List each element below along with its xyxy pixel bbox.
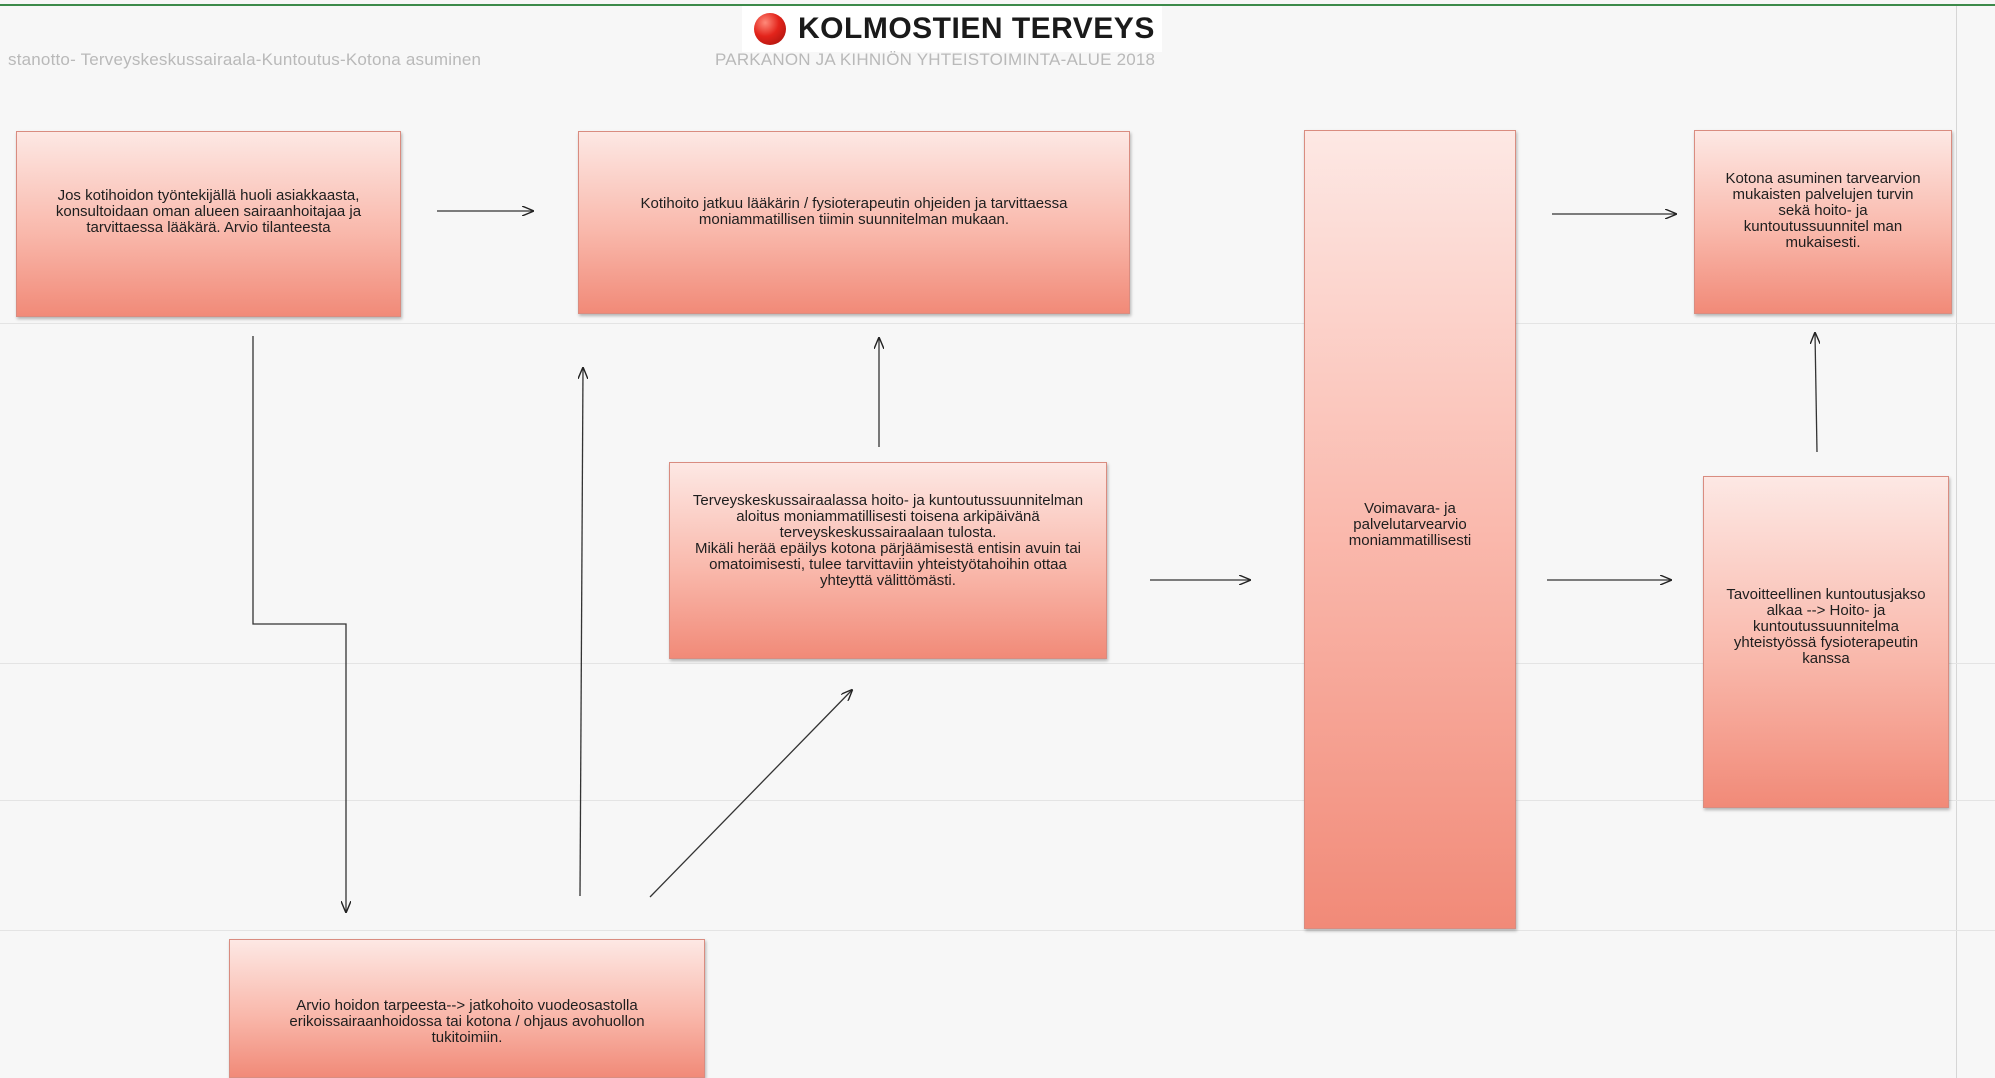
- gridline: [0, 800, 1995, 801]
- node-text: Kotihoito jatkuu lääkärin / fysioterapeu…: [640, 195, 1068, 228]
- node-text: Terveyskeskussairaalassa hoito- ja kunto…: [692, 492, 1084, 589]
- node-text: Kotona asuminen tarvearvion mukaisten pa…: [1725, 170, 1921, 251]
- node-text: Tavoitteellinen kuntoutusjakso alkaa -->…: [1726, 586, 1926, 667]
- node-arvio-hoidon-tarpeesta: Arvio hoidon tarpeesta--> jatkohoito vuo…: [229, 939, 705, 1078]
- arrow-arvio-to-jatkuu: [580, 368, 583, 897]
- gridline: [0, 663, 1995, 664]
- node-text: Jos kotihoidon työntekijällä huoli asiak…: [55, 187, 362, 236]
- arrow-kuntoutus-to-kotona: [1815, 333, 1817, 453]
- gridline: [0, 323, 1995, 324]
- right-gridline: [1956, 6, 1957, 1078]
- red-ball-icon: [754, 13, 786, 45]
- arrow-huoli-to-arvio: [252, 336, 346, 912]
- arrow-arvio-to-tks: [649, 690, 852, 898]
- node-kuntoutusjakso: Tavoitteellinen kuntoutusjakso alkaa -->…: [1703, 476, 1949, 808]
- node-kotihoito-huoli: Jos kotihoidon työntekijällä huoli asiak…: [16, 131, 401, 317]
- faded-process-title: stanotto- Terveyskeskussairaala-Kuntoutu…: [8, 50, 482, 69]
- top-rule: [0, 4, 1995, 6]
- node-terveyskeskussairaala: Terveyskeskussairaalassa hoito- ja kunto…: [669, 462, 1107, 659]
- node-voimavara: Voimavara- ja palvelutarvearvio moniamma…: [1304, 130, 1516, 929]
- brand-logo: KOLMOSTIEN TERVEYS: [742, 6, 1162, 52]
- node-text: Arvio hoidon tarpeesta--> jatkohoito vuo…: [289, 997, 645, 1046]
- gridline: [0, 930, 1995, 931]
- faded-area-title: PARKANON JA KIHNIÖN YHTEISTOIMINTA-ALUE …: [715, 50, 1156, 69]
- node-kotona-asuminen: Kotona asuminen tarvearvion mukaisten pa…: [1694, 130, 1952, 314]
- node-kotihoito-jatkuu: Kotihoito jatkuu lääkärin / fysioterapeu…: [578, 131, 1130, 314]
- node-text: Voimavara- ja palvelutarvearvio moniamma…: [1348, 500, 1472, 549]
- logo-text: KOLMOSTIEN TERVEYS: [798, 12, 1155, 45]
